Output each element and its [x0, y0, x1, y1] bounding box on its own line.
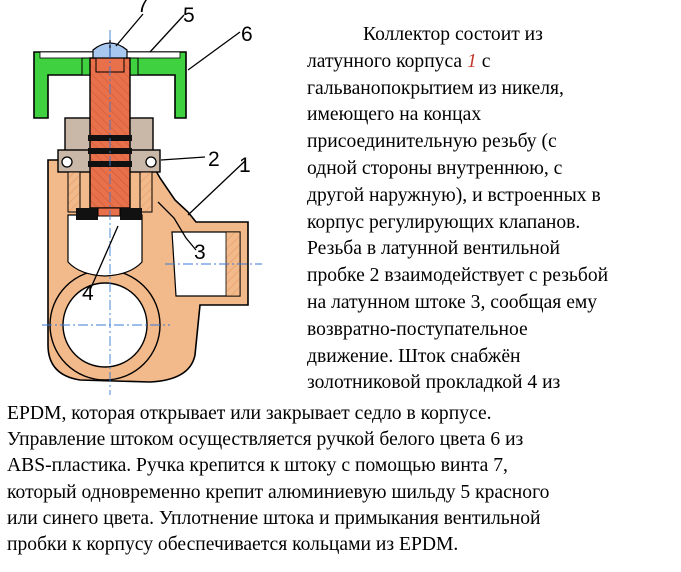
- text-fragment: с: [481, 50, 491, 72]
- callout-2: 2: [208, 148, 220, 171]
- text-line: корпус регулирующих клапанов.: [307, 211, 581, 233]
- text-line: пробки к корпусу обеспечивается кольцами…: [7, 534, 459, 556]
- text-line: Управление штоком осуществляется ручкой …: [7, 429, 524, 451]
- text-line: на латунном штоке 3, сообщая ему: [307, 291, 598, 313]
- text-line: возвратно-поступательное: [307, 318, 528, 340]
- valve-cross-section-diagram: 7 5 6 2 1 3 4: [33, 0, 262, 395]
- seal-gasket: [76, 207, 142, 220]
- callout-1: 1: [239, 154, 251, 177]
- reference-numeral-1: 1: [467, 50, 477, 72]
- text-fragment: латунного корпуса: [307, 50, 463, 72]
- callout-7: 7: [137, 0, 149, 17]
- callout-3: 3: [194, 241, 206, 264]
- description-paragraph-top: Коллектор состоит из латунного корпуса 1…: [307, 22, 677, 397]
- text-line: присоединительную резьбу (с: [307, 131, 557, 153]
- callout-4: 4: [82, 282, 94, 305]
- text-line: одной стороны внутреннюю, с: [307, 157, 563, 179]
- text-line: который одновременно крепит алюминиевую …: [7, 481, 550, 503]
- text-line: движение. Шток снабжён: [307, 345, 521, 367]
- text-line: другой наружную), и встроенных в: [307, 184, 601, 206]
- text-line: ABS-пластика. Ручка крепится к штоку с п…: [7, 455, 508, 477]
- center-axis-lines: [42, 30, 262, 395]
- callout-5: 5: [183, 4, 195, 27]
- text-line: гальванопокрытием из никеля,: [307, 77, 564, 99]
- callout-labels: 7 5 6 2 1 3 4: [82, 0, 253, 305]
- text-line: Резьба в латунной вентильной: [307, 238, 561, 260]
- text-line: имеющего на концах: [307, 104, 482, 126]
- text-line: пробке 2 взаимодействует с резьбой: [307, 265, 609, 287]
- callout-6: 6: [241, 23, 253, 46]
- text-line: золотниковой прокладкой 4 из: [307, 372, 561, 394]
- text-line: Коллектор состоит из: [363, 24, 543, 45]
- description-paragraph-bottom: EPDM, которая открывает или закрывает се…: [7, 401, 679, 558]
- leader-lines: [89, 13, 246, 291]
- text-line: EPDM, которая открывает или закрывает се…: [7, 403, 492, 424]
- text-line: латунного корпуса 1 с: [307, 49, 677, 76]
- text-line: или синего цвета. Уплотнение штока и при…: [7, 507, 541, 529]
